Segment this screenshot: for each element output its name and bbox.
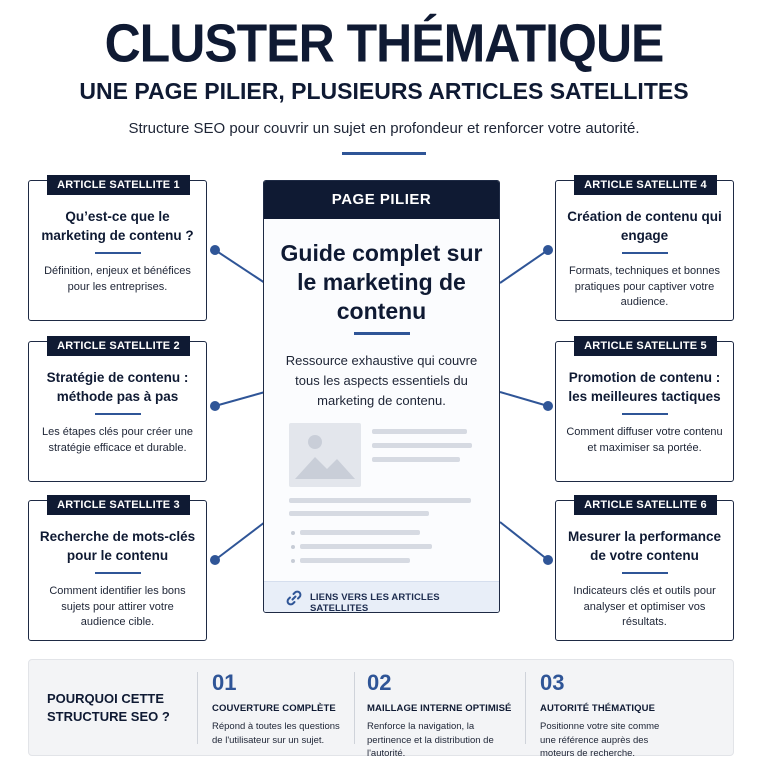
pillar-desc: Ressource exhaustive qui couvre tous les… xyxy=(285,353,478,408)
benefit-item-2: 02 MAILLAGE INTERNE OPTIMISÉ Renforce la… xyxy=(367,670,517,761)
satellite-tag: ARTICLE SATELLITE 3 xyxy=(47,495,190,515)
pillar-label: PAGE PILIER xyxy=(264,181,499,219)
benefit-title: AUTORITÉ THÉMATIQUE xyxy=(540,703,656,714)
benefit-title: MAILLAGE INTERNE OPTIMISÉ xyxy=(367,703,512,714)
connector-dot-4 xyxy=(543,245,553,255)
satellite-card-3: ARTICLE SATELLITE 3 Recherche de mots-cl… xyxy=(28,495,207,641)
satellite-divider xyxy=(622,413,668,415)
benefit-item-1: 01 COUVERTURE COMPLÈTE Répond à toutes l… xyxy=(212,670,347,747)
benefit-number: 01 xyxy=(212,670,237,695)
satellite-tag: ARTICLE SATELLITE 1 xyxy=(47,175,190,195)
benefit-desc: Répond à toutes les questions de l'utili… xyxy=(212,721,340,746)
satellite-divider xyxy=(622,572,668,574)
pillar-page-card: PAGE PILIER Guide complet sur le marketi… xyxy=(263,180,500,613)
pillar-title: Guide complet sur le marketing de conten… xyxy=(280,240,483,324)
text-line-placeholder xyxy=(289,511,429,516)
bullet-dot xyxy=(291,531,295,535)
benefit-item-3: 03 AUTORITÉ THÉMATIQUE Positionne votre … xyxy=(540,670,675,761)
satellite-desc: Définition, enjeux et bénéfices pour les… xyxy=(44,265,191,293)
satellite-title: Qu’est-ce que le marketing de contenu ? xyxy=(41,209,194,243)
satellite-card-5: ARTICLE SATELLITE 5 Promotion de contenu… xyxy=(555,336,734,482)
bullet-dot xyxy=(291,545,295,549)
title-divider xyxy=(342,152,426,155)
connector-dot-6 xyxy=(543,555,553,565)
pillar-footer-label: LIENS VERS LES ARTICLES SATELLITES xyxy=(310,592,440,613)
satellite-card-4: ARTICLE SATELLITE 4 Création de contenu … xyxy=(555,175,734,321)
text-line-placeholder xyxy=(300,530,420,535)
why-question: POURQUOI CETTE STRUCTURE SEO ? xyxy=(47,691,170,724)
satellite-title: Stratégie de contenu : méthode pas à pas xyxy=(46,370,189,404)
satellite-title: Création de contenu qui engage xyxy=(567,209,722,243)
page-subtitle: UNE PAGE PILIER, PLUSIEURS ARTICLES SATE… xyxy=(79,78,689,104)
bullet-dot xyxy=(291,559,295,563)
connector-dot-3 xyxy=(210,555,220,565)
satellite-card-6: ARTICLE SATELLITE 6 Mesurer la performan… xyxy=(555,495,734,641)
page-tagline: Structure SEO pour couvrir un sujet en p… xyxy=(128,120,640,137)
text-line-placeholder xyxy=(372,457,460,462)
satellite-divider xyxy=(95,252,141,254)
satellite-card-1: ARTICLE SATELLITE 1 Qu’est-ce que le mar… xyxy=(28,175,207,321)
link-icon xyxy=(284,588,304,608)
panel-separator xyxy=(354,672,355,744)
benefit-desc: Positionne votre site comme une référenc… xyxy=(540,721,660,759)
satellite-card-2: ARTICLE SATELLITE 2 Stratégie de contenu… xyxy=(28,336,207,482)
satellite-desc: Les étapes clés pour créer une stratégie… xyxy=(41,426,194,454)
satellite-tag: ARTICLE SATELLITE 5 xyxy=(574,336,717,356)
satellite-desc: Comment identifier les bons sujets pour … xyxy=(49,585,186,628)
pillar-footer-links[interactable]: LIENS VERS LES ARTICLES SATELLITES xyxy=(264,581,499,612)
satellite-title: Recherche de mots-clés pour le contenu xyxy=(39,529,196,563)
page-title: CLUSTER THÉMATIQUE xyxy=(104,12,665,74)
satellite-tag: ARTICLE SATELLITE 2 xyxy=(47,336,190,356)
text-line-placeholder xyxy=(289,498,471,503)
benefit-number: 02 xyxy=(367,670,392,695)
connector-dot-5 xyxy=(543,401,553,411)
text-line-placeholder xyxy=(372,443,472,448)
satellite-desc: Indicateurs clés et outils pour analyser… xyxy=(573,585,716,628)
satellite-desc: Comment diffuser votre contenu et maximi… xyxy=(566,426,723,454)
panel-separator xyxy=(197,672,198,744)
why-structure-panel: POURQUOI CETTE STRUCTURE SEO ? 01 COUVER… xyxy=(28,659,734,759)
satellite-desc: Formats, techniques et bonnes pratiques … xyxy=(568,265,721,308)
benefit-number: 03 xyxy=(540,670,565,695)
text-line-placeholder xyxy=(300,558,410,563)
benefit-title: COUVERTURE COMPLÈTE xyxy=(212,703,336,714)
benefit-desc: Renforce la navigation, la pertinence et… xyxy=(367,721,494,759)
pillar-divider xyxy=(354,332,410,335)
image-placeholder-icon xyxy=(289,423,361,487)
text-line-placeholder xyxy=(300,544,432,549)
connector-dot-2 xyxy=(210,401,220,411)
satellite-title: Promotion de contenu : les meilleures ta… xyxy=(568,370,721,404)
satellite-tag: ARTICLE SATELLITE 4 xyxy=(574,175,717,195)
satellite-divider xyxy=(95,572,141,574)
satellite-divider xyxy=(622,252,668,254)
satellite-tag: ARTICLE SATELLITE 6 xyxy=(574,495,717,515)
panel-separator xyxy=(525,672,526,744)
satellite-divider xyxy=(95,413,141,415)
text-line-placeholder xyxy=(372,429,467,434)
satellite-title: Mesurer la performance de votre contenu xyxy=(567,529,722,563)
connector-dot-1 xyxy=(210,245,220,255)
